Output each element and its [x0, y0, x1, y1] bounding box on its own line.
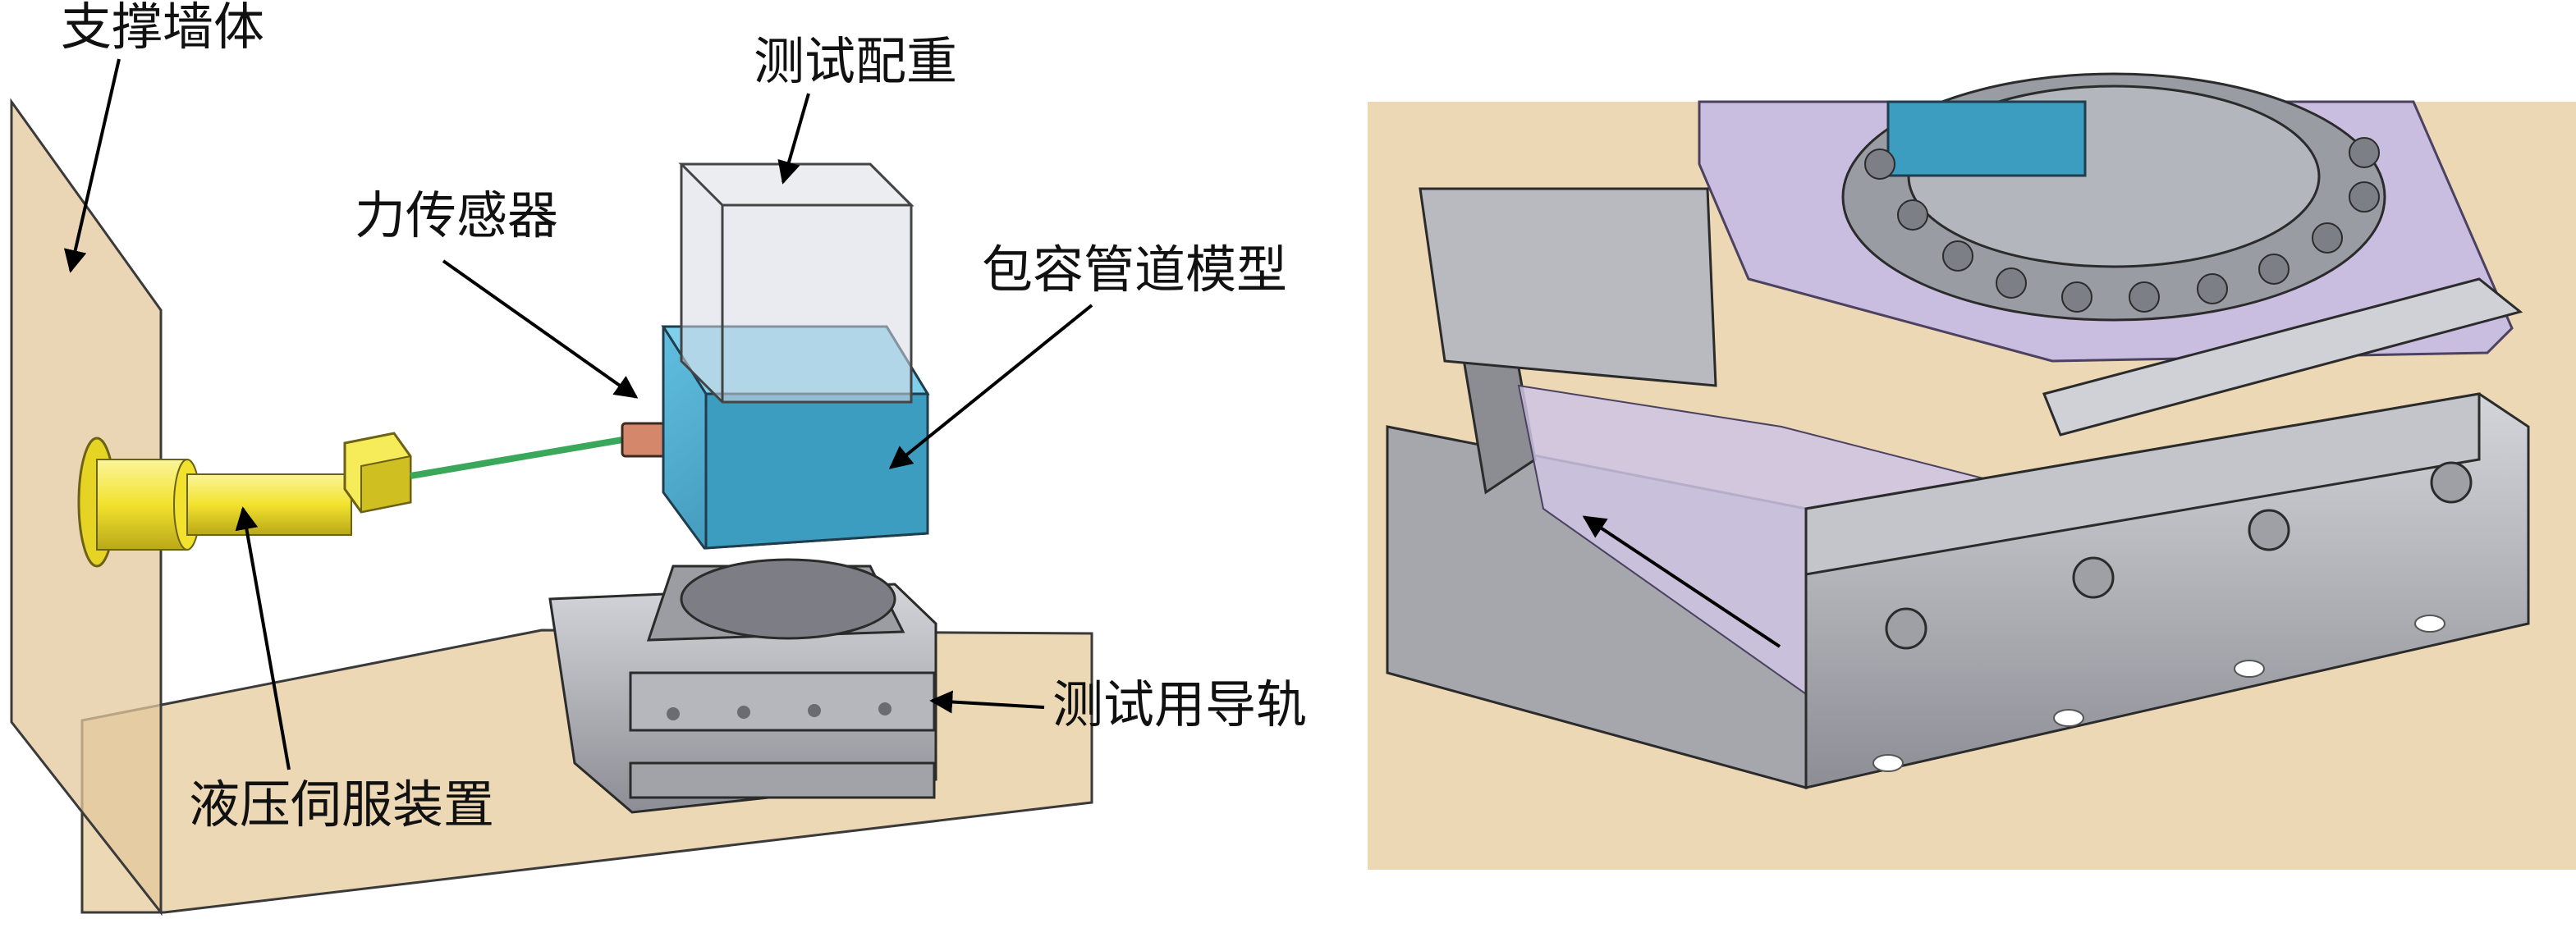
detail-slanted-guide	[2042, 277, 2523, 437]
label-hydraulic-servo: 液压伺服装置	[189, 775, 495, 834]
push-rod	[410, 435, 633, 479]
arrow-detail-rail	[1582, 515, 1781, 648]
label-containment-pipe-model: 包容管道模型	[982, 240, 1288, 299]
hydraulic-actuator	[77, 432, 412, 568]
detail-flange-bolts	[1864, 137, 2380, 313]
left-assembly-view	[10, 58, 1093, 917]
right-detail-view	[1368, 72, 2576, 870]
label-support-wall: 支撑墙体	[61, 0, 265, 57]
arrow-containment-model	[888, 304, 1093, 469]
label-test-counterweight: 测试配重	[754, 31, 958, 91]
label-force-sensor: 力传感器	[355, 185, 559, 245]
arrow-support-wall	[63, 58, 121, 273]
arrow-force-sensor	[442, 259, 639, 399]
counterweight-box	[678, 162, 914, 404]
arrow-counterweight	[777, 93, 810, 185]
detail-rail-bolts	[1885, 461, 2473, 650]
label-test-guide-rail: 测试用导轨	[1052, 674, 1308, 734]
arrow-hydraulic-servo	[235, 506, 291, 770]
flange	[680, 558, 896, 640]
arrow-test-rail	[929, 690, 1045, 714]
